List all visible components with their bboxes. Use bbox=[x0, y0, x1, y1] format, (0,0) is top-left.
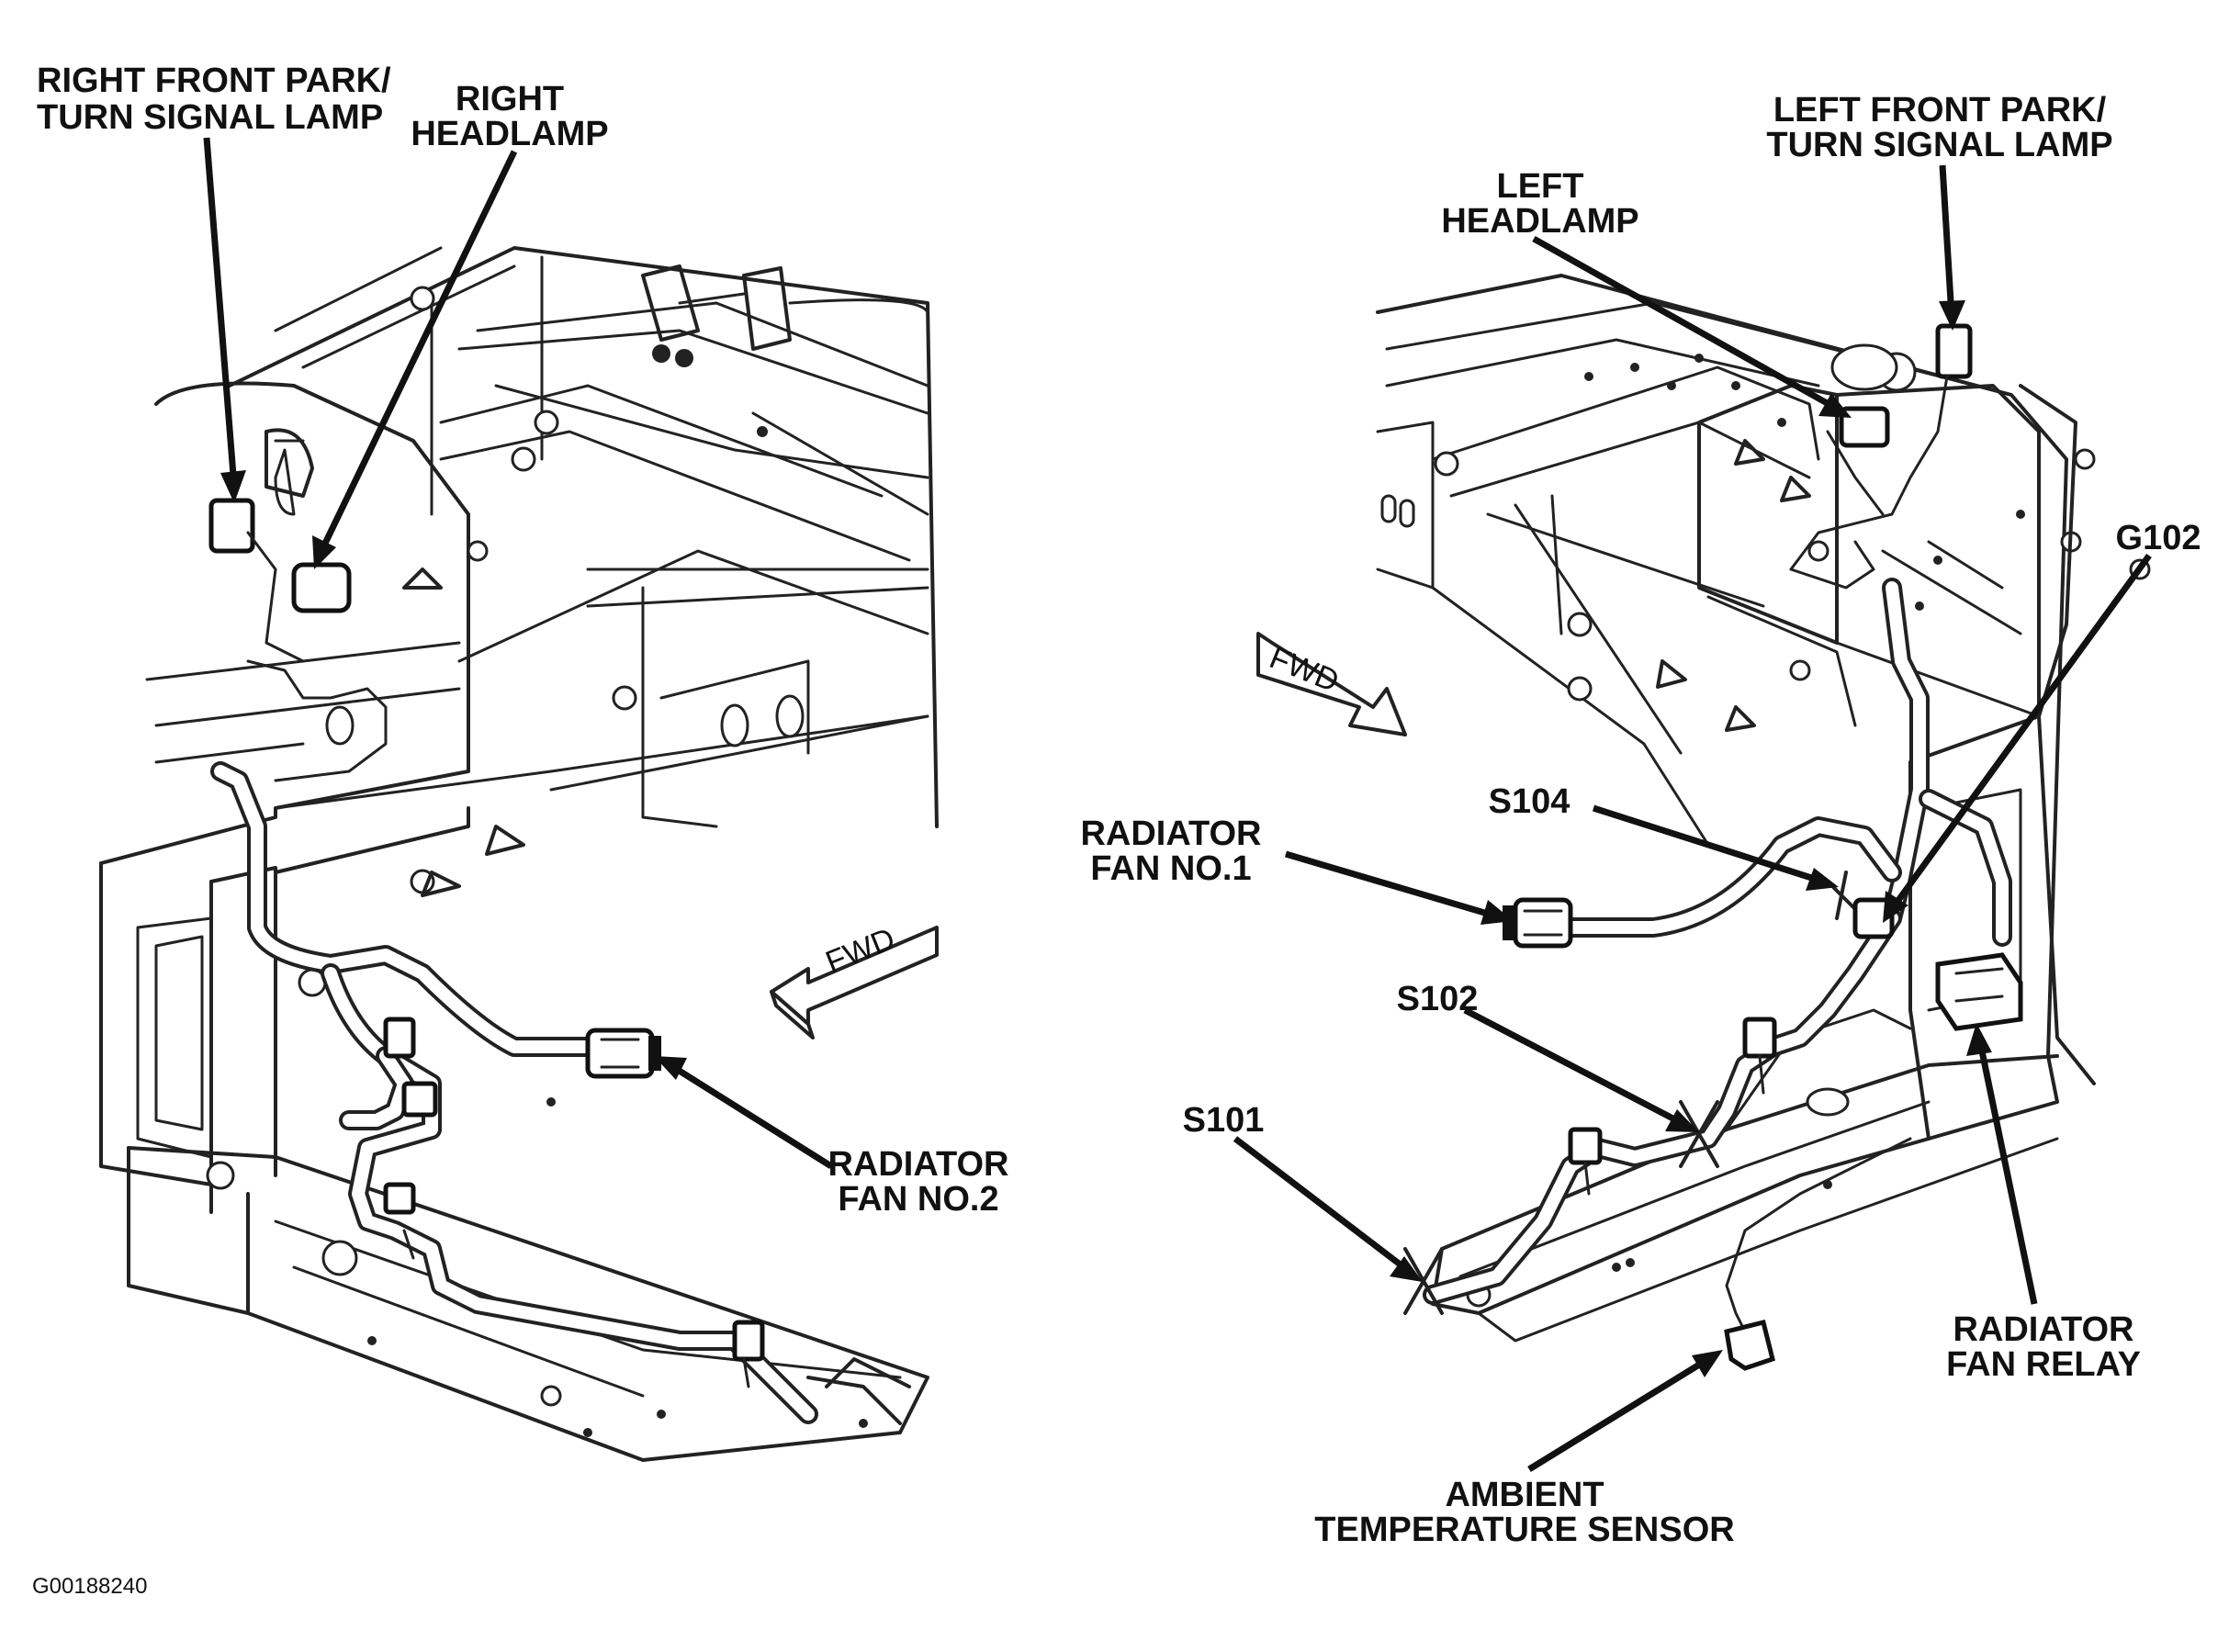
right-headlamp-label-2: HEADLAMP bbox=[411, 115, 608, 153]
right-view-drawing bbox=[1256, 274, 2151, 1371]
left-headlamp-label-2: HEADLAMP bbox=[1441, 202, 1638, 241]
left-headlamp-label-1: LEFT bbox=[1497, 167, 1584, 206]
radiator-fan-relay-label-2: FAN RELAY bbox=[1946, 1345, 2141, 1384]
right-front-park-lamp-label-1: RIGHT FRONT PARK/ bbox=[37, 62, 391, 100]
s101-label: S101 bbox=[1183, 1101, 1265, 1140]
left-front-park-lamp-label-1: LEFT FRONT PARK/ bbox=[1773, 91, 2107, 129]
left-view-drawing bbox=[99, 246, 939, 1462]
radiator-fan-1-label-2: FAN NO.1 bbox=[1090, 849, 1251, 888]
ambient-sensor-label-2: TEMPERATURE SENSOR bbox=[1314, 1511, 1734, 1549]
figure-id: G00188240 bbox=[32, 1574, 147, 1599]
ambient-sensor-label-1: AMBIENT bbox=[1445, 1476, 1604, 1514]
leader-lines bbox=[203, 137, 2152, 1472]
fwd-label-left: FWD bbox=[821, 921, 900, 980]
radiator-fan-2-label-2: FAN NO.2 bbox=[838, 1180, 998, 1219]
s104-label: S104 bbox=[1489, 782, 1570, 821]
right-front-park-lamp-label-2: TURN SIGNAL LAMP bbox=[37, 98, 383, 137]
g102-label: G102 bbox=[2116, 519, 2201, 557]
radiator-fan-relay-label-1: RADIATOR bbox=[1953, 1310, 2133, 1349]
left-front-park-lamp-label-2: TURN SIGNAL LAMP bbox=[1766, 126, 2112, 164]
radiator-fan-1-label-1: RADIATOR bbox=[1080, 815, 1261, 853]
radiator-fan-2-label-1: RADIATOR bbox=[827, 1145, 1008, 1184]
s102-label: S102 bbox=[1397, 980, 1479, 1018]
right-headlamp-label-1: RIGHT bbox=[456, 80, 564, 118]
